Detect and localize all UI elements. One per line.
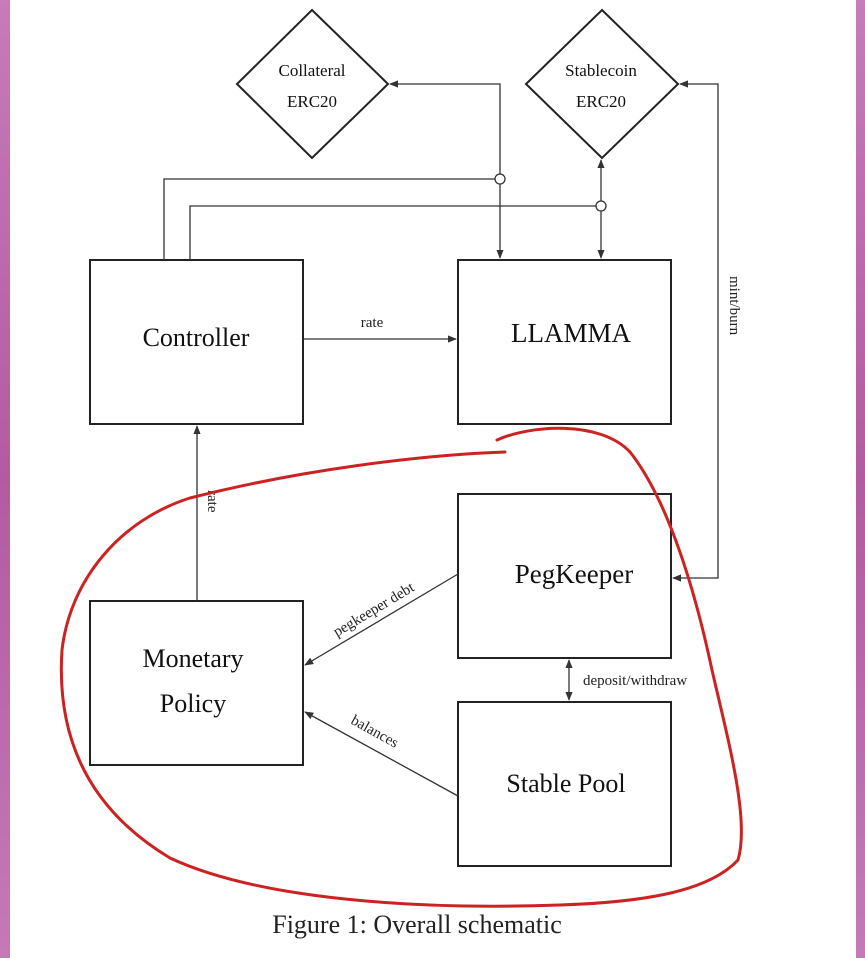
- controller-to-stablecoin-line: [189, 205, 596, 260]
- stablecoin-erc20-node: [524, 8, 680, 160]
- monetary-policy-node: [89, 600, 304, 766]
- rate-controller-llamma-label: rate: [361, 315, 384, 331]
- collateral-erc20-node: [235, 8, 390, 160]
- pegkeeper-debt-arrow: [304, 573, 459, 666]
- figure-caption: Figure 1: Overall schematic: [272, 910, 562, 939]
- stablecoin-erc20-label: ERC20: [576, 92, 626, 111]
- monetary-policy-label-line2: Policy: [160, 689, 226, 718]
- stablecoin-label: Stablecoin: [565, 61, 637, 80]
- controller-to-collateral-line: [163, 178, 495, 260]
- mint-burn-label: mint/burn: [726, 276, 742, 336]
- deposit-withdraw-label: deposit/withdraw: [583, 673, 687, 689]
- stable-pool-label: Stable Pool: [506, 769, 625, 798]
- collateral-erc20-label: ERC20: [287, 92, 337, 111]
- controller-label: Controller: [143, 323, 250, 352]
- red-annotation-loop: [59, 426, 743, 908]
- junction-circle-collateral: [494, 173, 506, 185]
- collateral-llamma-arrow: [389, 80, 504, 259]
- right-window-border: [856, 0, 865, 958]
- pegkeeper-label: PegKeeper: [515, 559, 633, 589]
- llamma-label: LLAMMA: [511, 318, 631, 348]
- balances-arrow: [304, 711, 459, 797]
- pegkeeper-debt-label: pegkeeper debt: [331, 579, 418, 640]
- controller-node: [89, 259, 304, 425]
- mint-burn-arrow: [672, 80, 719, 582]
- rate-policy-controller-label: rate: [204, 490, 220, 513]
- junction-circle-stablecoin: [595, 200, 607, 212]
- monetary-policy-label-line1: Monetary: [142, 644, 243, 673]
- pegkeeper-node: [457, 493, 672, 659]
- balances-label: balances: [348, 713, 401, 752]
- collateral-label: Collateral: [278, 61, 345, 80]
- stable-pool-node: [457, 701, 672, 867]
- llamma-node: [457, 259, 672, 425]
- left-window-border: [0, 0, 10, 958]
